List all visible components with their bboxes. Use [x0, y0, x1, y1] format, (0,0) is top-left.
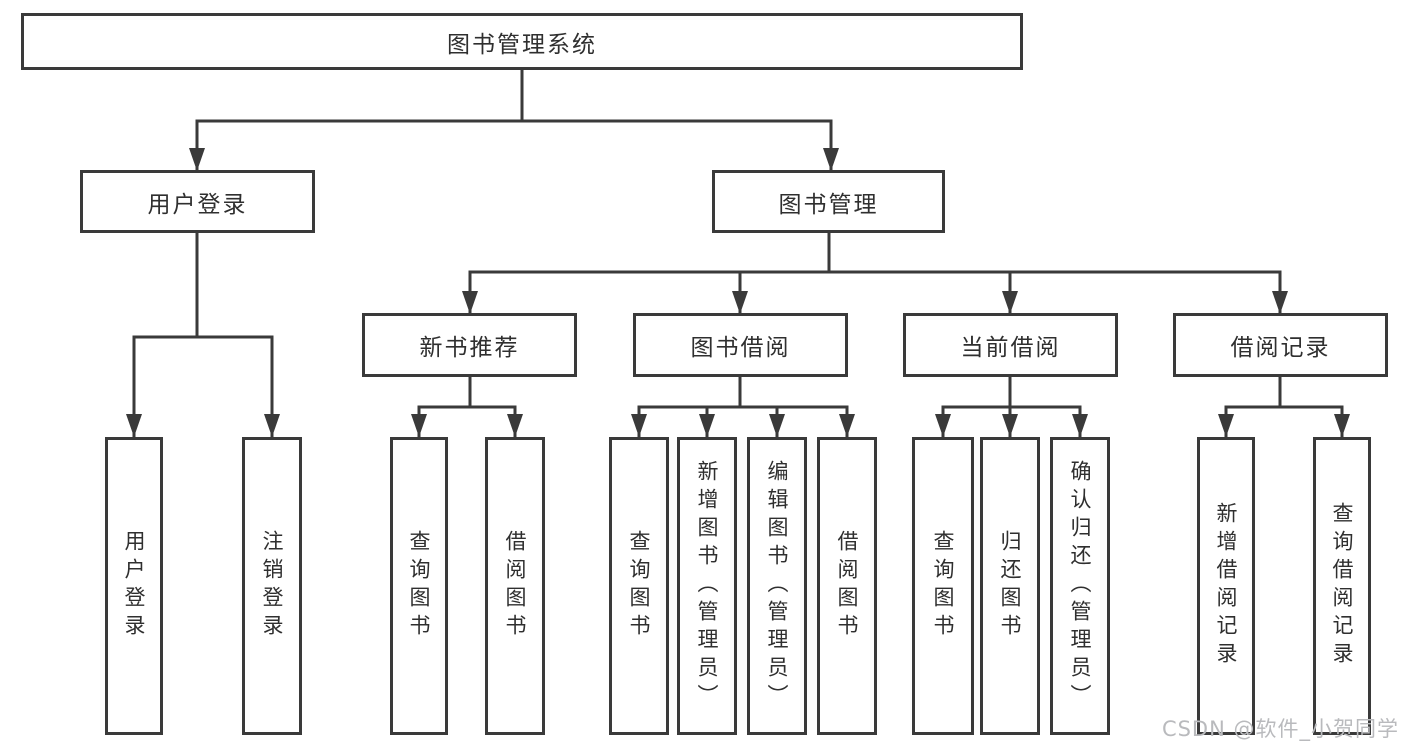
leaf-query-book-current-label: 查询图书 — [931, 530, 955, 642]
leaf-query-book-borrow: 查询图书 — [609, 437, 669, 735]
leaf-borrow-book-recommend-label: 借阅图书 — [503, 530, 527, 642]
node-book-borrow-label: 图书借阅 — [690, 335, 791, 361]
leaf-query-book-borrow-label: 查询图书 — [627, 530, 651, 642]
leaf-edit-book-admin: 编辑图书（管理员） — [747, 437, 807, 735]
node-user-login: 用户登录 — [80, 170, 315, 233]
leaf-logout-login-label: 注销登录 — [260, 530, 284, 642]
leaf-return-book-label: 归还图书 — [998, 530, 1022, 642]
leaf-add-borrow-record-label: 新增借阅记录 — [1214, 502, 1238, 670]
node-library-management-system: 图书管理系统 — [21, 13, 1023, 70]
node-book-management: 图书管理 — [712, 170, 945, 233]
leaf-query-book-recommend: 查询图书 — [390, 437, 448, 735]
leaf-user-login: 用户登录 — [105, 437, 163, 735]
leaf-return-book: 归还图书 — [980, 437, 1040, 735]
leaf-add-book-admin-label: 新增图书（管理员） — [695, 460, 719, 712]
leaf-add-borrow-record: 新增借阅记录 — [1197, 437, 1255, 735]
leaf-query-book-recommend-label: 查询图书 — [407, 530, 431, 642]
csdn-watermark: CSDN @软件_小贺同学 — [1161, 717, 1399, 741]
leaf-confirm-return-admin: 确认归还（管理员） — [1050, 437, 1110, 735]
leaf-edit-book-admin-label: 编辑图书（管理员） — [765, 460, 789, 712]
node-book-borrow: 图书借阅 — [633, 313, 848, 377]
node-library-management-system-label: 图书管理系统 — [447, 31, 597, 58]
leaf-add-book-admin: 新增图书（管理员） — [677, 437, 737, 735]
node-book-management-label: 图书管理 — [778, 191, 879, 218]
node-user-login-label: 用户登录 — [147, 191, 248, 218]
leaf-logout-login: 注销登录 — [242, 437, 302, 735]
leaf-query-borrow-record: 查询借阅记录 — [1313, 437, 1371, 735]
leaf-user-login-label: 用户登录 — [122, 530, 146, 642]
node-new-book-recommend-label: 新书推荐 — [419, 335, 520, 361]
leaf-borrow-book-label: 借阅图书 — [835, 530, 859, 642]
node-borrow-record: 借阅记录 — [1173, 313, 1388, 377]
leaf-borrow-book: 借阅图书 — [817, 437, 877, 735]
node-current-borrow-label: 当前借阅 — [960, 335, 1061, 361]
leaf-borrow-book-recommend: 借阅图书 — [485, 437, 545, 735]
leaf-query-book-current: 查询图书 — [912, 437, 974, 735]
leaf-query-borrow-record-label: 查询借阅记录 — [1330, 502, 1354, 670]
leaf-confirm-return-admin-label: 确认归还（管理员） — [1068, 460, 1092, 712]
node-new-book-recommend: 新书推荐 — [362, 313, 577, 377]
node-current-borrow: 当前借阅 — [903, 313, 1118, 377]
node-borrow-record-label: 借阅记录 — [1230, 335, 1331, 361]
